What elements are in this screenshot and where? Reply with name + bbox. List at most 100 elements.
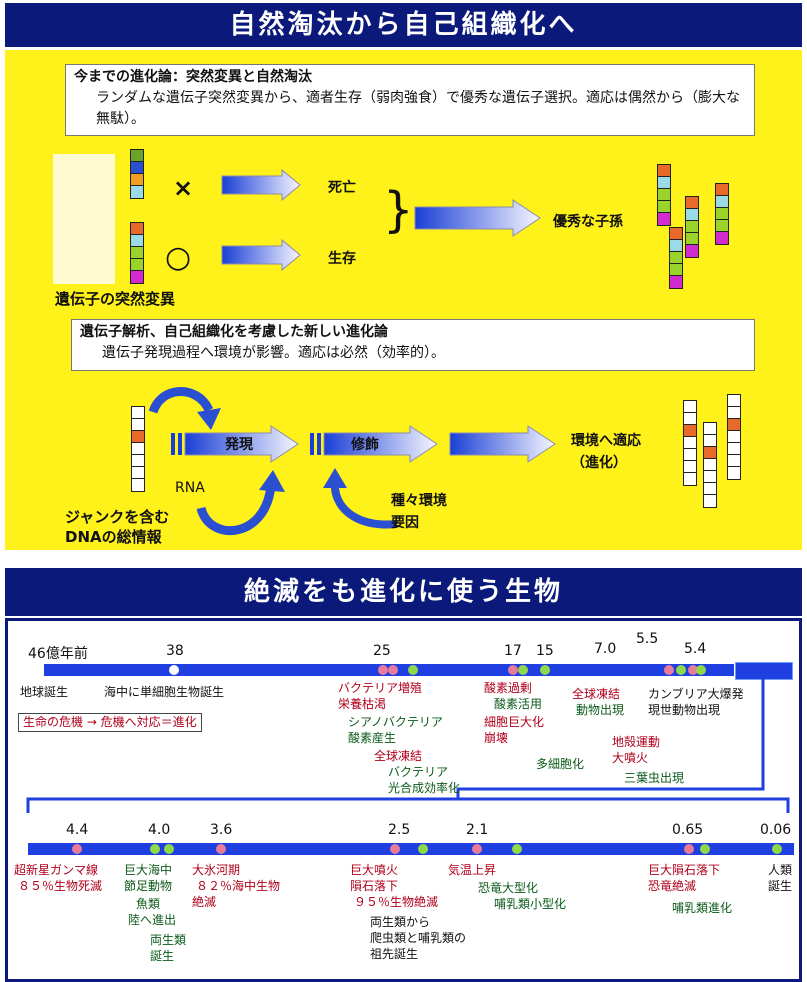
event-text: 両生類 [150,933,187,947]
event-text: 現世動物出現 [648,703,721,717]
circle-mark: ○ [165,240,192,275]
event-text: ９５％生物絶滅 [354,895,439,909]
timeline-connector [26,679,790,813]
year-label: 15 [536,643,554,659]
env-label-1: 種々環境 [391,493,447,509]
event-dot [688,665,698,675]
dna-strand [131,406,145,492]
curved-arrow-icon [148,387,221,430]
event-text: 隕石落下 [350,879,399,893]
new-theory-body: 遺伝子発現過程へ環境が影響。適応は必然（効率的）。 [102,345,445,361]
event-text: 恐竜大型化 [478,881,539,895]
evolution-panel: 今までの進化論：突然変異と自然淘汰 ランダムな遺伝子突然変異から、適者生存（弱肉… [5,50,802,550]
crisis-note-text: 生命の危機 → 危機へ対応＝進化 [23,715,197,729]
arrow-right-icon [221,168,301,202]
event-dot [216,844,226,854]
year-label: 7.0 [594,641,617,657]
year-label: 38 [166,643,184,659]
new-theory-box: 遺伝子解析、自己組織化を考慮した新しい進化論 遺伝子発現過程へ環境が影響。適応は… [71,319,755,371]
bracket: } [383,182,414,238]
event-text: 多細胞化 [536,757,585,771]
event-dot [418,844,428,854]
gene-strand-offspring [685,196,699,258]
old-theory-body: ランダムな遺伝子突然変異から、適者生存（弱肉強食）で優秀な遺伝子選択。適応は偶然… [96,90,740,127]
timeline-bar-2 [28,843,794,855]
event-text: 地球誕生 [20,685,69,699]
event-text: 全球凍結 [572,687,621,701]
junk-label-2: DNAの総情報 [65,528,162,546]
event-dot [150,844,160,854]
event-text: 両生類から [370,915,431,929]
year-label: 0.65 [672,822,704,838]
year-label: 25 [373,643,391,659]
event-dot [508,665,518,675]
gene-strand-offspring [715,183,729,245]
event-text: 誕生 [150,949,175,963]
event-text: バクテリア [388,765,449,779]
event-text: 地殻運動 [612,735,661,749]
event-dot [472,844,482,854]
event-text: 全球凍結 [374,749,423,763]
dna-strand-adapted [683,400,697,486]
event-text: バクテリア増殖 [338,681,423,695]
evolution-label: （進化） [571,455,627,471]
dna-strand-adapted [727,394,741,480]
event-text: 大噴火 [612,751,649,765]
superior-offspring-label: 優秀な子孫 [553,214,623,230]
junk-label-1: ジャンクを含む [65,508,170,526]
event-text: 陸へ進出 [128,913,177,927]
event-text: 超新星ガンマ線 [14,863,99,877]
event-text: 哺乳類小型化 [494,897,567,911]
mutation-caption: 遺伝子の突然変異 [55,290,176,308]
rna-label: RNA [175,480,205,496]
event-text: 動物出現 [576,703,625,717]
event-text: 巨大噴火 [350,863,399,877]
event-text: 魚類 [136,897,161,911]
year-label: 2.5 [388,822,411,838]
year-label: 4.4 [66,822,89,838]
event-dot [390,844,400,854]
arrow-right-icon [449,425,556,463]
event-dot [164,844,174,854]
section2-title: 絶滅をも進化に使う生物 [5,568,802,616]
timeline-panel: 46億年前 38 25 17 15 7.0 5.5 5.4 地球誕生 海中に単細… [5,618,802,982]
event-text: シアノバクテリア [348,715,443,729]
modification-label: 修飾 [351,437,379,453]
event-text: 節足動物 [124,879,173,893]
modification-arrow-icon [310,425,438,463]
event-text: 栄養枯渇 [338,697,387,711]
event-text: 細胞巨大化 [484,715,545,729]
event-text: ８２％海中生物 [196,879,281,893]
event-text: 酸素産生 [348,731,397,745]
year-label: 4.0 [148,822,171,838]
event-text: 光合成効率化 [388,781,461,795]
dna-strand-adapted [703,422,717,508]
event-dot [676,665,686,675]
year-label: 17 [504,643,522,659]
year-label: 5.5 [636,631,659,647]
gene-strand-offspring [669,227,683,289]
arrow-right-icon [221,238,301,272]
adapt-label: 環境へ適応 [571,433,641,449]
survive-label: 生存 [328,251,356,267]
event-text: ８５％生物死滅 [18,879,103,893]
event-text: 大氷河期 [192,863,241,877]
event-text: 人類 [768,863,793,877]
year-label: 0.06 [760,822,792,838]
event-dot [664,665,674,675]
event-dot [408,665,418,675]
unit-label: 46億年前 [28,646,88,662]
arrow-right-icon [414,199,541,237]
gene-strand-dead [130,149,144,199]
env-label-2: 要因 [391,515,419,531]
event-text: 祖先誕生 [370,947,419,961]
event-text: 哺乳類進化 [672,901,733,915]
event-text: 巨大海中 [124,863,173,877]
event-dot [72,844,82,854]
event-dot [378,665,388,675]
event-text: 海中に単細胞生物誕生 [104,685,225,699]
event-text: 爬虫類と哺乳類の [370,931,467,945]
gene-strand-survive [130,222,144,284]
event-dot [700,844,710,854]
event-dot [169,665,179,675]
